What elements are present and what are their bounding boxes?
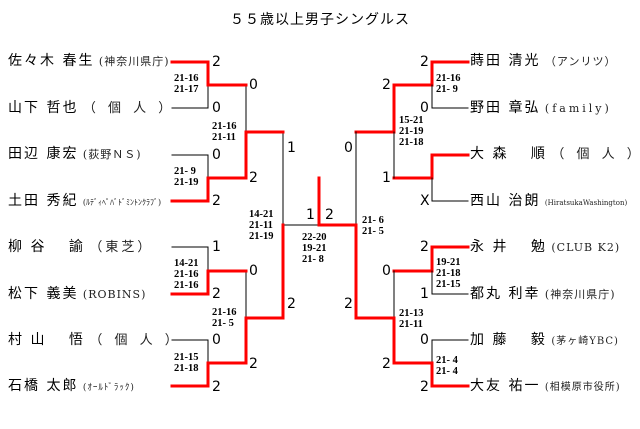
game-score: 0	[420, 100, 429, 116]
player-affiliation: (family)	[544, 102, 612, 115]
right-player-2: 野田 章弘 (family)	[470, 100, 612, 117]
match-score: 21-16 21-17	[174, 73, 199, 95]
player-name: 蒔田 清光	[470, 53, 541, 69]
right-player-1: 蒔田 清光 （アンリツ）	[470, 53, 616, 70]
game-score: 0	[212, 332, 221, 348]
game-score: 0	[420, 332, 429, 348]
game-score: 2	[212, 286, 221, 302]
match-score: 21-16 21- 5	[212, 307, 237, 329]
left-player-4: 土田 秀紀 (ﾙﾃﾞｨﾍﾟﾊﾞﾄﾞﾐﾝﾄﾝｸﾗﾌﾞ)	[8, 193, 161, 211]
left-player-3: 田辺 康宏 (荻野ＮＳ)	[8, 146, 142, 163]
right-player-5: 永 井 勉 (CLUB K2)	[470, 239, 620, 256]
game-score: 0	[212, 100, 221, 116]
game-score: 2	[287, 296, 296, 312]
match-score: 21-16 21- 9	[436, 73, 461, 95]
right-player-3: 大 森 順 （ 個 人 ）	[470, 146, 640, 163]
player-name: 石橋 太郎	[8, 378, 79, 394]
left-player-8: 石橋 太郎 (ｵｰﾙﾄﾞﾗｯｸ)	[8, 378, 135, 396]
match-score: 21-13 21-11	[399, 308, 424, 330]
game-score: 0	[344, 140, 353, 156]
player-name: 西山 治朗	[470, 193, 541, 209]
player-name: 加 藤 毅	[470, 332, 547, 348]
player-affiliation: （東芝）	[89, 240, 154, 255]
player-name: 田辺 康宏	[8, 146, 79, 162]
player-name: 永 井 勉	[470, 239, 547, 255]
final-score-left: 1	[306, 207, 315, 223]
player-affiliation: (CLUB K2)	[551, 241, 621, 254]
right-player-4: 西山 治朗 (HiratsukaWashington)	[470, 193, 627, 211]
player-affiliation: (茅ヶ崎YBC)	[551, 336, 619, 347]
game-score: 1	[420, 286, 429, 302]
match-score: 21- 9 21-19	[174, 166, 199, 188]
match-score: 14-21 21-11 21-19	[249, 209, 274, 242]
player-affiliation: (ｵｰﾙﾄﾞﾗｯｸ)	[82, 383, 135, 393]
game-score: 2	[212, 193, 221, 209]
player-name: 佐々木 春生	[8, 53, 95, 69]
player-affiliation: (相模原市役所)	[544, 382, 621, 393]
left-player-5: 柳 谷 諭 （東芝）	[8, 239, 153, 256]
game-score: 2	[212, 54, 221, 70]
game-score: 2	[249, 170, 258, 186]
left-player-2: 山下 哲也 （ 個 人 ）	[8, 100, 175, 117]
player-affiliation: （ 個 人 ）	[551, 147, 640, 162]
game-score: 2	[420, 239, 429, 255]
player-affiliation: （アンリツ）	[544, 55, 617, 68]
player-affiliation: (荻野ＮＳ)	[82, 148, 142, 161]
final-score-right: 2	[325, 207, 334, 223]
game-score: 2	[382, 356, 391, 372]
player-affiliation: (神奈川県庁)	[98, 55, 170, 68]
match-score: 19-21 21-18 21-15	[436, 257, 461, 290]
game-score: 0	[249, 263, 258, 279]
player-affiliation: (ﾙﾃﾞｨﾍﾟﾊﾞﾄﾞﾐﾝﾄﾝｸﾗﾌﾞ)	[82, 198, 162, 207]
player-name: 大友 祐一	[470, 378, 541, 394]
player-name: 都丸 利幸	[470, 286, 541, 302]
game-score: 2	[382, 77, 391, 93]
player-affiliation: （ 個 人 ）	[82, 101, 176, 116]
bracket-title: ５５歳以上男子シングルス	[230, 12, 410, 28]
player-name: 土田 秀紀	[8, 193, 79, 209]
game-score: 1	[382, 170, 391, 186]
game-score: 0	[382, 263, 391, 279]
player-name: 松下 義美	[8, 286, 79, 302]
player-affiliation: (神奈川県庁)	[544, 288, 616, 301]
game-score: X	[420, 193, 430, 209]
left-player-7: 村 山 悟 （ 個 人 ）	[8, 332, 182, 349]
final-match-score: 22-20 19-21 21- 8	[302, 232, 327, 265]
game-score: 2	[420, 54, 429, 70]
match-score: 21- 6 21- 5	[362, 215, 384, 237]
player-affiliation: (HiratsukaWashington)	[544, 199, 628, 207]
match-score: 21- 4 21- 4	[436, 355, 458, 377]
match-score: 14-21 21-16 21-16	[174, 258, 199, 291]
game-score: 2	[249, 356, 258, 372]
game-score: 1	[287, 140, 296, 156]
right-player-8: 大友 祐一 (相模原市役所)	[470, 378, 621, 396]
player-name: 村 山 悟	[8, 332, 85, 348]
player-name: 大 森 順	[470, 146, 547, 162]
left-player-6: 松下 義美 (ROBINS)	[8, 286, 146, 303]
game-score: 2	[212, 379, 221, 395]
match-score: 15-21 21-19 21-18	[399, 115, 424, 148]
game-score: 2	[344, 296, 353, 312]
player-affiliation: (ROBINS)	[82, 288, 147, 301]
game-score: 0	[249, 77, 258, 93]
player-affiliation: （ 個 人 ）	[89, 333, 182, 348]
game-score: 2	[420, 379, 429, 395]
right-player-7: 加 藤 毅 (茅ヶ崎YBC)	[470, 332, 619, 350]
left-player-1: 佐々木 春生 (神奈川県庁)	[8, 53, 170, 70]
player-name: 柳 谷 諭	[8, 239, 85, 255]
match-score: 21-15 21-18	[174, 352, 199, 374]
right-player-6: 都丸 利幸 (神奈川県庁)	[470, 286, 616, 303]
match-score: 21-16 21-11	[212, 121, 237, 143]
player-name: 野田 章弘	[470, 100, 541, 116]
game-score: 1	[212, 239, 221, 255]
player-name: 山下 哲也	[8, 100, 79, 116]
game-score: 0	[212, 147, 221, 163]
